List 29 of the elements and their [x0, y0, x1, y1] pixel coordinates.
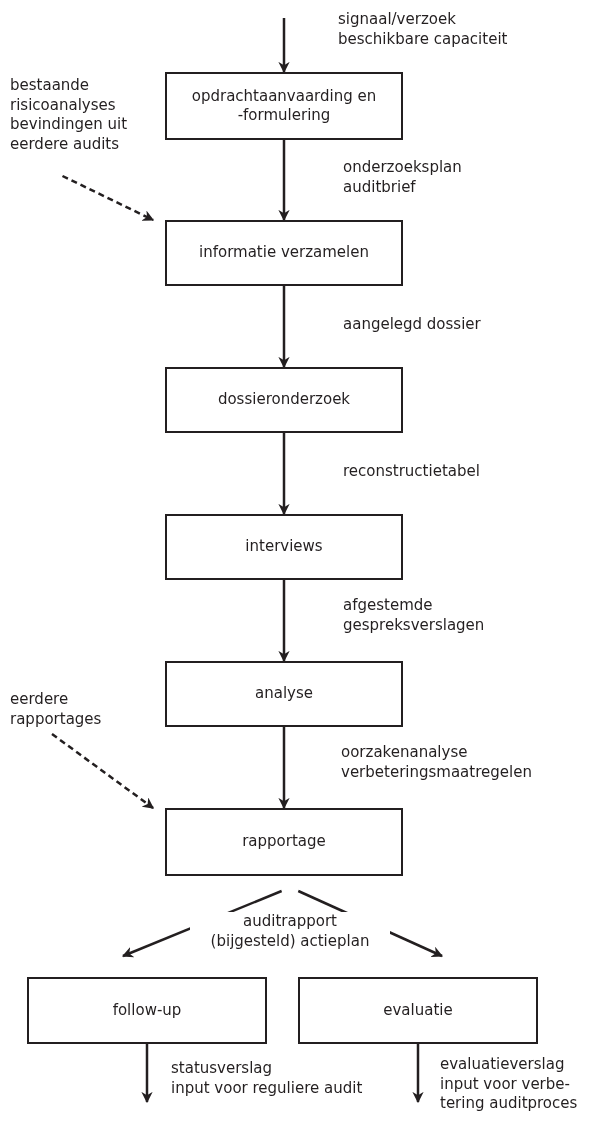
process-label: dossieronderzoek [217, 390, 351, 410]
process-label: analyse [255, 684, 313, 704]
process-box [165, 220, 403, 286]
process-label: informatie verzamelen [199, 243, 369, 263]
dashed-arrow [61, 174, 155, 222]
process-box [165, 514, 403, 580]
process-box [165, 72, 403, 140]
arrow [278, 18, 290, 74]
process-box [298, 977, 538, 1044]
process-label: opdrachtaanvaarding en -formulering [191, 86, 377, 126]
arrow [141, 1044, 153, 1104]
process-box [165, 808, 403, 876]
arrow [278, 433, 290, 516]
process-box [165, 367, 403, 433]
arrow [278, 580, 290, 663]
arrow [412, 1044, 424, 1104]
arrow [278, 286, 290, 369]
process-label: follow-up [112, 1000, 182, 1021]
process-label: rapportage [242, 832, 326, 852]
process-label: interviews [245, 537, 323, 557]
arrow [278, 727, 290, 810]
arrow [278, 140, 290, 222]
edge-label: auditrapport (bijgesteld) actieplan [190, 912, 390, 951]
dashed-arrow [51, 733, 154, 809]
input-note: eerdere rapportages [10, 690, 102, 729]
process-box [27, 977, 267, 1044]
process-label: evaluatie [383, 1000, 453, 1021]
input-note: bestaande risicoanalyses bevindingen uit eerdere audits [10, 76, 128, 154]
process-box [165, 661, 403, 727]
